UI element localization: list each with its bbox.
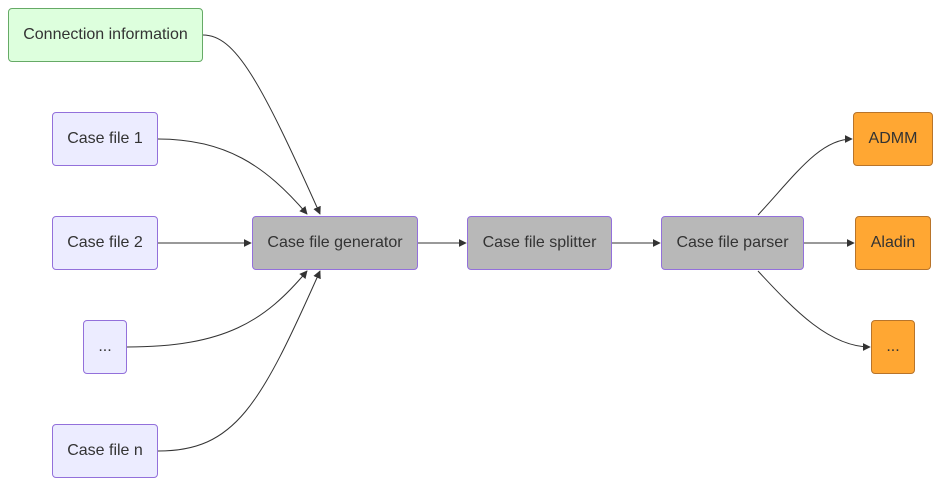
edge-connection-to-generator <box>202 34 321 215</box>
node-admm: ADMM <box>853 112 933 166</box>
edge-parser-to-ellipsis <box>757 270 871 351</box>
node-input-ellipsis: ... <box>83 320 127 374</box>
node-output-ellipsis: ... <box>871 320 915 374</box>
node-case-file-1: Case file 1 <box>52 112 158 166</box>
edge-casefilen-to-generator <box>157 270 321 452</box>
node-case-file-2: Case file 2 <box>52 216 158 270</box>
node-case-file-parser: Case file parser <box>661 216 804 270</box>
node-connection-information: Connection information <box>8 8 203 62</box>
edge-casefile1-to-generator <box>157 138 308 215</box>
node-aladin: Aladin <box>855 216 931 270</box>
node-case-file-generator: Case file generator <box>252 216 418 270</box>
node-case-file-splitter: Case file splitter <box>467 216 612 270</box>
edge-parser-to-admm <box>757 135 853 216</box>
edge-ellipsis-to-generator <box>126 270 308 348</box>
node-case-file-n: Case file n <box>52 424 158 478</box>
